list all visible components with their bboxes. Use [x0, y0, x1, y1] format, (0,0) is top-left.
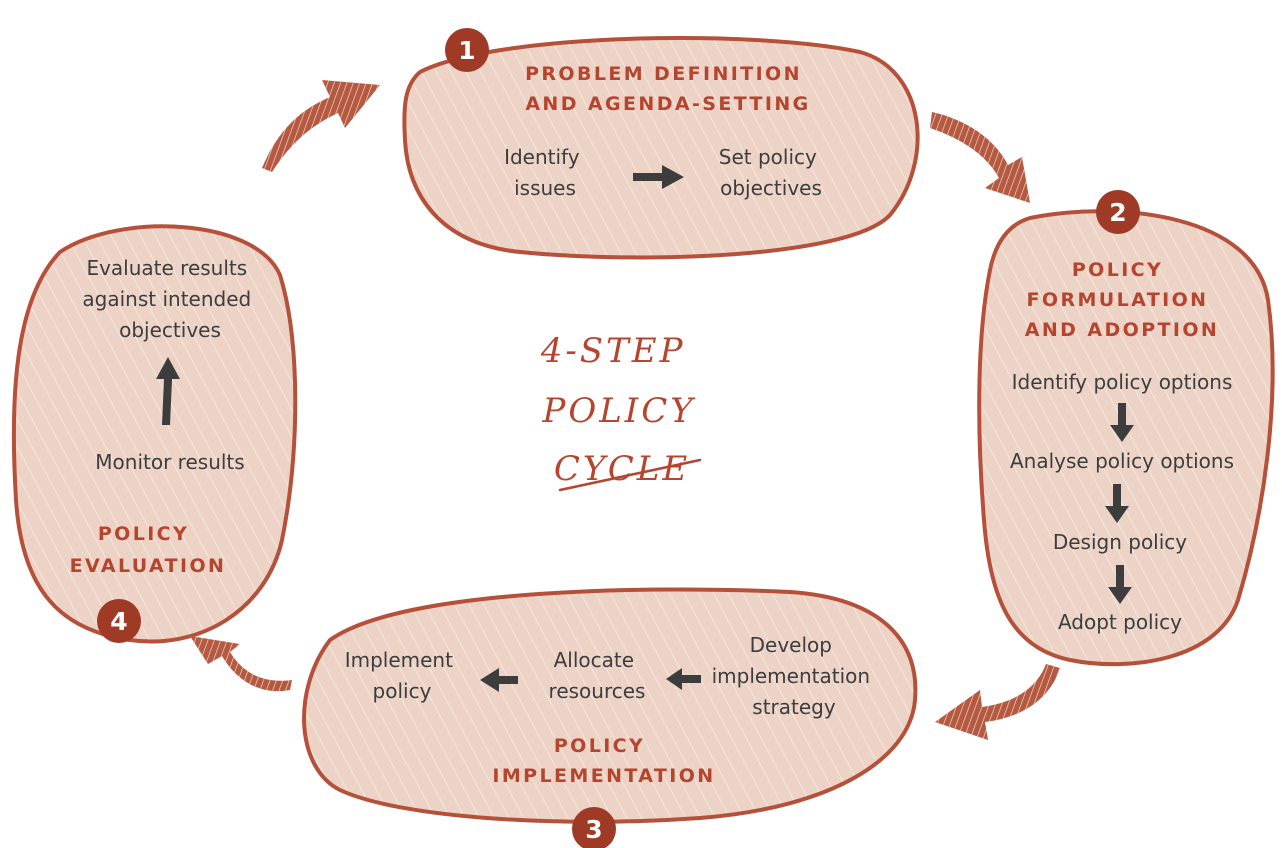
- step-4-badge: 4: [97, 599, 141, 643]
- step-1-item-identify-issues: Identify issues: [504, 145, 586, 200]
- step-2-item-identify-options: Identify policy options: [1012, 370, 1233, 394]
- svg-text:2: 2: [1109, 198, 1126, 227]
- step-3-box: Develop implementation strategy Allocate…: [302, 587, 918, 824]
- svg-text:4: 4: [110, 607, 127, 636]
- step-2-badge: 2: [1096, 190, 1140, 234]
- step-1-box: PROBLEM DEFINITION AND AGENDA-SETTING Id…: [402, 36, 920, 260]
- step-1-item-set-policy-objectives: Set policy objectives: [719, 145, 823, 200]
- step-1-title: PROBLEM DEFINITION AND AGENDA-SETTING: [525, 63, 811, 115]
- svg-text:4-STEP POLICY CYCL: 4-STEP POLICY CYCLE: [540, 331, 710, 489]
- step-4-box: Evaluate results against intended object…: [11, 224, 298, 644]
- step-4-flow-arrow: [156, 357, 180, 425]
- svg-text:1: 1: [458, 36, 475, 65]
- step-3-item-develop-strategy: Develop implementation strategy: [712, 633, 877, 719]
- step-2-item-analyse-options: Analyse policy options: [1010, 449, 1234, 473]
- step-1-badge: 1: [445, 28, 489, 72]
- step-2-box: POLICY FORMULATION AND ADOPTION Identify…: [977, 209, 1275, 667]
- step-2-flow-arrow-2: [1105, 484, 1129, 523]
- step-2-title: POLICY FORMULATION AND ADOPTION: [1025, 259, 1219, 341]
- step-4-item-monitor-results: Monitor results: [95, 450, 244, 474]
- step-4-title: POLICY EVALUATION: [70, 523, 227, 577]
- step-3-flow-arrow-1: [666, 668, 701, 690]
- cycle-arrow-4-to-1: [262, 80, 380, 172]
- step-3-item-implement-policy: Implement policy: [345, 648, 460, 703]
- step-2-item-adopt-policy: Adopt policy: [1058, 610, 1182, 634]
- step-3-flow-arrow-2: [480, 668, 518, 692]
- cycle-arrow-3-to-4: [190, 636, 292, 692]
- step-3-item-allocate-resources: Allocate resources: [549, 648, 646, 703]
- cycle-arrow-1-to-2: [930, 112, 1030, 203]
- step-3-title: POLICY IMPLEMENTATION: [492, 735, 715, 787]
- step-4-item-evaluate-results: Evaluate results against intended object…: [82, 256, 257, 342]
- step-3-badge: 3: [572, 807, 616, 848]
- step-2-flow-arrow-3: [1108, 565, 1132, 604]
- center-title: 4-STEP POLICY CYCLE: [540, 331, 710, 492]
- cycle-arrow-2-to-3: [935, 664, 1060, 740]
- step-2-flow-arrow-1: [1110, 403, 1134, 442]
- step-1-flow-arrow: [633, 165, 684, 189]
- svg-text:3: 3: [585, 815, 602, 844]
- step-2-item-design-policy: Design policy: [1053, 530, 1187, 554]
